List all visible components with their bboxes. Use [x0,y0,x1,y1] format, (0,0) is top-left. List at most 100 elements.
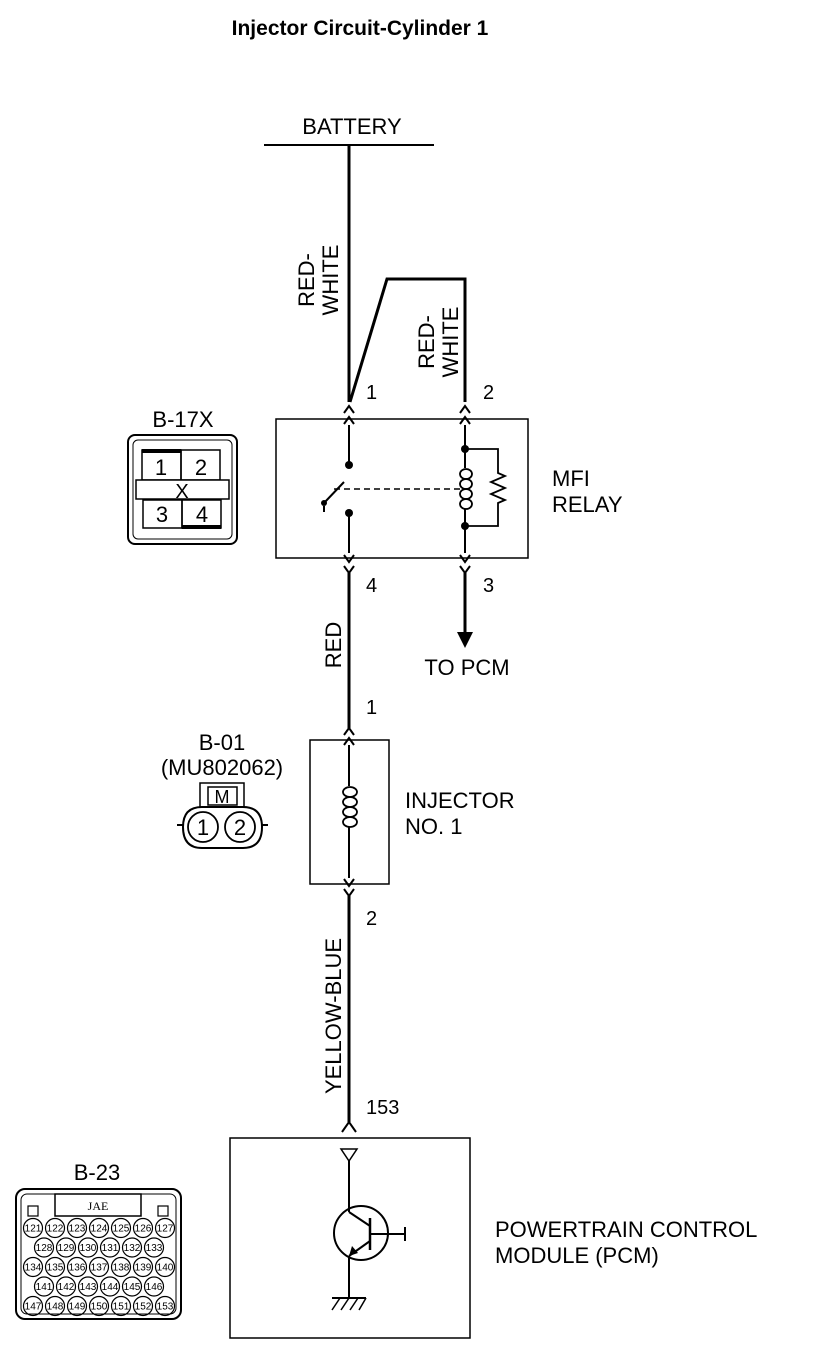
connector-b23-pin-number: 144 [102,1282,119,1293]
wire-label-red: RED [321,622,346,668]
connector-b23-pin-cavity [132,1295,154,1317]
injector-pin-2: 2 [366,908,377,930]
connector-b17x-pin-1: 1 [155,455,167,480]
connector-b23-pin-number: 151 [113,1302,130,1313]
battery-label: BATTERY [302,114,402,139]
wire-label-red-white-right-1: RED- [414,315,439,369]
connector-b01-pin-2: 2 [234,815,246,840]
connector-b23-pin-number: 135 [47,1263,64,1274]
injector-pin2-terminal [343,878,355,898]
relay-pin-4: 4 [366,575,377,597]
connector-b17x-pin-4: 4 [196,502,208,527]
connector-b23-pin-cavity [33,1237,55,1258]
connector-b23-pin-number: 131 [102,1243,119,1254]
connector-b23-pin-cavity [44,1217,66,1239]
connector-b23-pin-cavity [88,1217,110,1239]
relay-coil [459,425,508,553]
connector-b23-pin-number: 146 [146,1282,163,1293]
pcm-transistor [331,1148,406,1311]
connector-b23-pin-cavity [154,1217,176,1239]
connector-b23-pin-cavity [55,1276,77,1297]
wire-red-white-branch [348,277,467,403]
connector-b01-pin-1: 1 [197,815,209,840]
connector-b17x-mark: X [175,481,188,503]
connector-b23-pin-number: 150 [91,1302,108,1313]
wire-label-red-white-right-2: WHITE [438,307,463,378]
relay-switch [321,425,462,553]
connector-b01-label: B-01 [199,730,245,755]
connector-b23-pin-cavity [143,1276,165,1297]
connector-b23-pin-number: 128 [36,1243,53,1254]
connector-b23-pin-number: 123 [69,1224,86,1235]
diagram-title: Injector Circuit-Cylinder 1 [232,17,489,40]
relay-pin1-terminal [343,404,355,425]
connector-b23-pin-cavity [154,1256,176,1278]
connector-b23-pin-number: 137 [91,1263,108,1274]
connector-b23-pin-cavity [33,1276,55,1297]
wire-label-red-white-left-1: RED- [294,253,319,307]
connector-b23-pin-cavity [22,1217,44,1239]
connector-b23-maker: JAE [88,1199,109,1213]
connector-b23-pin-number: 134 [25,1263,42,1274]
connector-b23-pin-number: 145 [124,1282,141,1293]
connector-b23-pin-number: 132 [124,1243,141,1254]
connector-b23-pin-number: 140 [157,1263,174,1274]
connector-b23-pin-cavity [22,1295,44,1317]
mfi-relay-label-1: MFI [552,466,590,491]
relay-pin-3: 3 [483,575,494,597]
connector-b23-pin-number: 122 [47,1224,64,1235]
connector-b23-label: B-23 [74,1160,120,1185]
connector-b23-pin-cavity [132,1217,154,1239]
pcm-box [229,1137,471,1339]
connector-b23-pin-cavity [44,1256,66,1278]
connector-b23-pin-cavity [110,1256,132,1278]
connector-b23-pin-cavity [110,1217,132,1239]
connector-b23-pin-cavity [88,1256,110,1278]
injector-pin-1: 1 [366,697,377,719]
pcm-label-2: MODULE (PCM) [495,1243,659,1268]
connector-b01-part-number: (MU802062) [161,755,283,780]
connector-b23-pin-cavity [132,1256,154,1278]
connector-b23-pin-number: 152 [135,1302,152,1313]
connector-b23-pin-cavity [110,1295,132,1317]
injector-label-2: NO. 1 [405,814,462,839]
connector-b23-pin-number: 127 [157,1224,174,1235]
pcm-pin-153: 153 [366,1097,399,1119]
connector-b17x-pin-3: 3 [156,502,168,527]
connector-b23-pin-cavity [99,1237,121,1258]
connector-b23-pin-cavity [66,1295,88,1317]
wire-label-red-white-left-2: WHITE [318,245,343,316]
relay-pin-2: 2 [483,382,494,404]
connector-b23-pin-cavity [154,1295,176,1317]
connector-b23-pin-number: 141 [36,1282,53,1293]
connector-b23-pin-number: 124 [91,1224,108,1235]
connector-b23-pin-cavity [66,1217,88,1239]
to-pcm-label: TO PCM [424,655,509,680]
connector-b23-pin-cavity [88,1295,110,1317]
connector-b23-pin-cavity [55,1237,77,1258]
connector-b23-pin-number: 148 [47,1302,64,1313]
connector-b23-pin-cavity [121,1237,143,1258]
connector-b23-pin-number: 138 [113,1263,130,1274]
connector-b17x: B-17X 1 2 3 4 X [127,407,238,545]
connector-b23-pin-cavity [77,1237,99,1258]
connector-b23-pin-cavity [99,1276,121,1297]
injector-label-1: INJECTOR [405,788,515,813]
injector-pin1-terminal [343,726,355,746]
injector-coil [342,745,358,878]
connector-b23-pin-number: 129 [58,1243,75,1254]
connector-b23-pin-number: 153 [157,1302,174,1313]
connector-b17x-pin-2: 2 [195,455,207,480]
mfi-relay-box [275,418,529,559]
to-pcm-arrow [457,632,473,648]
connector-b23-pin-cavity [77,1276,99,1297]
mfi-relay-label-2: RELAY [552,492,623,517]
relay-pin-1: 1 [366,382,377,404]
pcm-label-1: POWERTRAIN CONTROL [495,1217,757,1242]
connector-b23-pin-number: 125 [113,1224,130,1235]
connector-b23-pin-number: 130 [80,1243,97,1254]
connector-b23-pin-number: 136 [69,1263,86,1274]
wire-label-yellow-blue: YELLOW-BLUE [321,938,346,1094]
